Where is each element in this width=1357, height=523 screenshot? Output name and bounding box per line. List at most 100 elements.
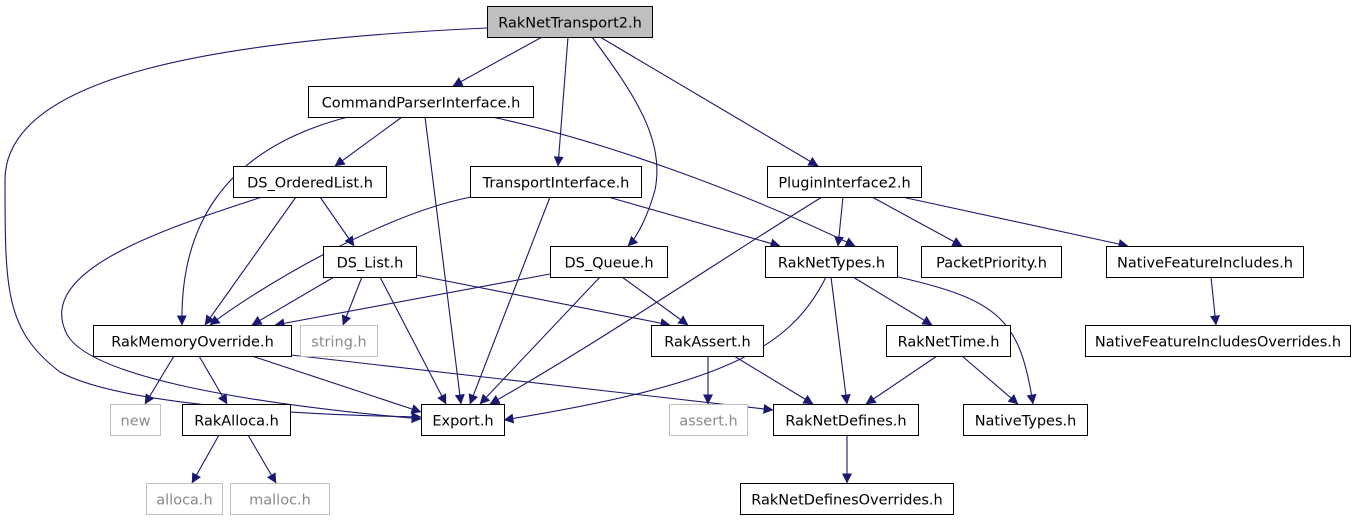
node-raknettypes[interactable]: RakNetTypes.h xyxy=(765,246,898,278)
node-box xyxy=(323,246,417,278)
edge-rakalloca-to-alloca xyxy=(191,434,220,484)
node-box xyxy=(651,325,764,357)
node-new: new xyxy=(110,404,161,436)
edge-ds_list-to-string xyxy=(341,276,363,326)
node-raknettime[interactable]: RakNetTime.h xyxy=(886,325,1011,357)
edge-ds_list-to-rakassert xyxy=(415,274,671,329)
node-commandparserinterface[interactable]: CommandParserInterface.h xyxy=(308,86,534,118)
edge-ds_list-to-rakmemoryoverride xyxy=(251,276,335,326)
edge-plugininterface2-to-export xyxy=(489,196,823,405)
edge-commandparserinterface-to-ds_orderedlist xyxy=(334,116,403,167)
node-assert: assert.h xyxy=(669,404,748,436)
node-malloc: malloc.h xyxy=(230,483,330,515)
edge-raknettypes-to-nativetypes xyxy=(897,276,1037,405)
node-box xyxy=(1085,325,1351,357)
node-box xyxy=(487,6,653,38)
node-nativefeatureincludes[interactable]: NativeFeatureIncludes.h xyxy=(1106,246,1304,278)
edge-commandparserinterface-to-export xyxy=(424,116,465,405)
node-raknetdefines[interactable]: RakNetDefines.h xyxy=(773,404,919,436)
edge-ds_orderedlist-to-rakmemoryoverride xyxy=(204,196,297,326)
node-label: CommandParserInterface.h xyxy=(322,96,521,112)
node-box xyxy=(1106,246,1304,278)
node-label: assert.h xyxy=(679,414,737,430)
node-label: RakMemoryOverride.h xyxy=(111,335,274,351)
node-layer: RakNetTransport2.hCommandParserInterface… xyxy=(93,6,1351,515)
node-box xyxy=(963,404,1088,436)
node-label: Export.h xyxy=(432,414,493,430)
node-box xyxy=(767,166,922,198)
node-rakmemoryoverride[interactable]: RakMemoryOverride.h xyxy=(93,325,292,357)
node-raknettransport2[interactable]: RakNetTransport2.h xyxy=(487,6,653,38)
node-box xyxy=(921,246,1062,278)
edge-raknettypes-to-raknettime xyxy=(852,276,933,326)
edge-raknettypes-to-raknetdefines xyxy=(830,276,851,405)
node-label: RakNetTypes.h xyxy=(778,256,885,272)
edge-ds_list-to-export xyxy=(379,276,447,405)
node-box xyxy=(886,325,1011,357)
edge-plugininterface2-to-raknettypes xyxy=(833,196,844,247)
node-rakalloca[interactable]: RakAlloca.h xyxy=(182,404,291,436)
node-rakassert[interactable]: RakAssert.h xyxy=(651,325,764,357)
edge-raknettransport2-to-transportinterface xyxy=(553,36,569,167)
node-transportinterface[interactable]: TransportInterface.h xyxy=(470,166,642,198)
edge-rakmemoryoverride-to-new xyxy=(144,355,175,405)
edge-rakalloca-to-malloc xyxy=(247,434,277,484)
edge-commandparserinterface-to-rakmemoryoverride xyxy=(176,116,349,326)
node-box xyxy=(550,246,668,278)
edge-plugininterface2-to-packetpriority xyxy=(871,196,963,247)
node-alloca: alloca.h xyxy=(146,483,223,515)
edge-raknettime-to-nativetypes xyxy=(961,355,1019,405)
node-label: RakAlloca.h xyxy=(194,414,279,430)
edge-ds_queue-to-rakmemoryoverride xyxy=(274,273,551,329)
node-box xyxy=(740,483,954,515)
node-label: NativeFeatureIncludes.h xyxy=(1117,256,1293,272)
node-box xyxy=(773,404,919,436)
edge-transportinterface-to-raknettypes xyxy=(607,196,781,249)
node-label: PacketPriority.h xyxy=(936,256,1047,272)
node-label: malloc.h xyxy=(249,493,311,509)
node-nativetypes[interactable]: NativeTypes.h xyxy=(963,404,1088,436)
node-box xyxy=(421,404,505,436)
node-box xyxy=(182,404,291,436)
node-label: RakAssert.h xyxy=(664,335,750,351)
edge-rakmemoryoverride-to-export xyxy=(251,355,422,414)
node-packetpriority[interactable]: PacketPriority.h xyxy=(921,246,1062,278)
node-label: DS_Queue.h xyxy=(564,256,653,272)
node-label: DS_OrderedList.h xyxy=(247,176,373,192)
node-label: alloca.h xyxy=(156,493,212,509)
edge-raknettypes-to-export xyxy=(503,276,827,424)
edge-raknettransport2-to-ds_queue xyxy=(591,36,658,247)
edge-nativefeatureincludes-to-nativefeatureincludesoverrides xyxy=(1210,276,1220,326)
edge-ds_queue-to-export xyxy=(479,276,601,405)
node-label: RakNetTransport2.h xyxy=(498,16,642,32)
node-label: RakNetDefines.h xyxy=(785,414,906,430)
node-export[interactable]: Export.h xyxy=(421,404,505,436)
node-label: DS_List.h xyxy=(337,256,404,272)
edge-plugininterface2-to-nativefeatureincludes xyxy=(901,196,1129,249)
node-box xyxy=(470,166,642,198)
edge-ds_orderedlist-to-export xyxy=(61,196,422,424)
node-label: NativeTypes.h xyxy=(975,414,1077,430)
node-raknetdefinesoverrides[interactable]: RakNetDefinesOverrides.h xyxy=(740,483,954,515)
node-ds_queue[interactable]: DS_Queue.h xyxy=(550,246,668,278)
node-box xyxy=(230,483,330,515)
edge-rakmemoryoverride-to-rakalloca xyxy=(198,355,228,405)
node-string: string.h xyxy=(300,325,378,357)
edge-ds_queue-to-rakassert xyxy=(621,276,689,326)
node-ds_orderedlist[interactable]: DS_OrderedList.h xyxy=(233,166,387,198)
edge-commandparserinterface-to-raknettypes xyxy=(491,116,856,247)
edge-ds_orderedlist-to-ds_list xyxy=(319,196,355,247)
edge-rakmemoryoverride-to-raknetdefines xyxy=(290,354,774,414)
edge-transportinterface-to-export xyxy=(468,196,551,405)
node-box xyxy=(233,166,387,198)
node-ds_list[interactable]: DS_List.h xyxy=(323,246,417,278)
node-label: TransportInterface.h xyxy=(482,176,630,192)
edge-raknettime-to-raknetdefines xyxy=(865,355,938,405)
node-label: RakNetDefinesOverrides.h xyxy=(751,493,942,509)
node-box xyxy=(146,483,223,515)
node-nativefeatureincludesoverrides[interactable]: NativeFeatureIncludesOverrides.h xyxy=(1085,325,1351,357)
node-box xyxy=(93,325,292,357)
node-box xyxy=(765,246,898,278)
node-plugininterface2[interactable]: PluginInterface2.h xyxy=(767,166,922,198)
